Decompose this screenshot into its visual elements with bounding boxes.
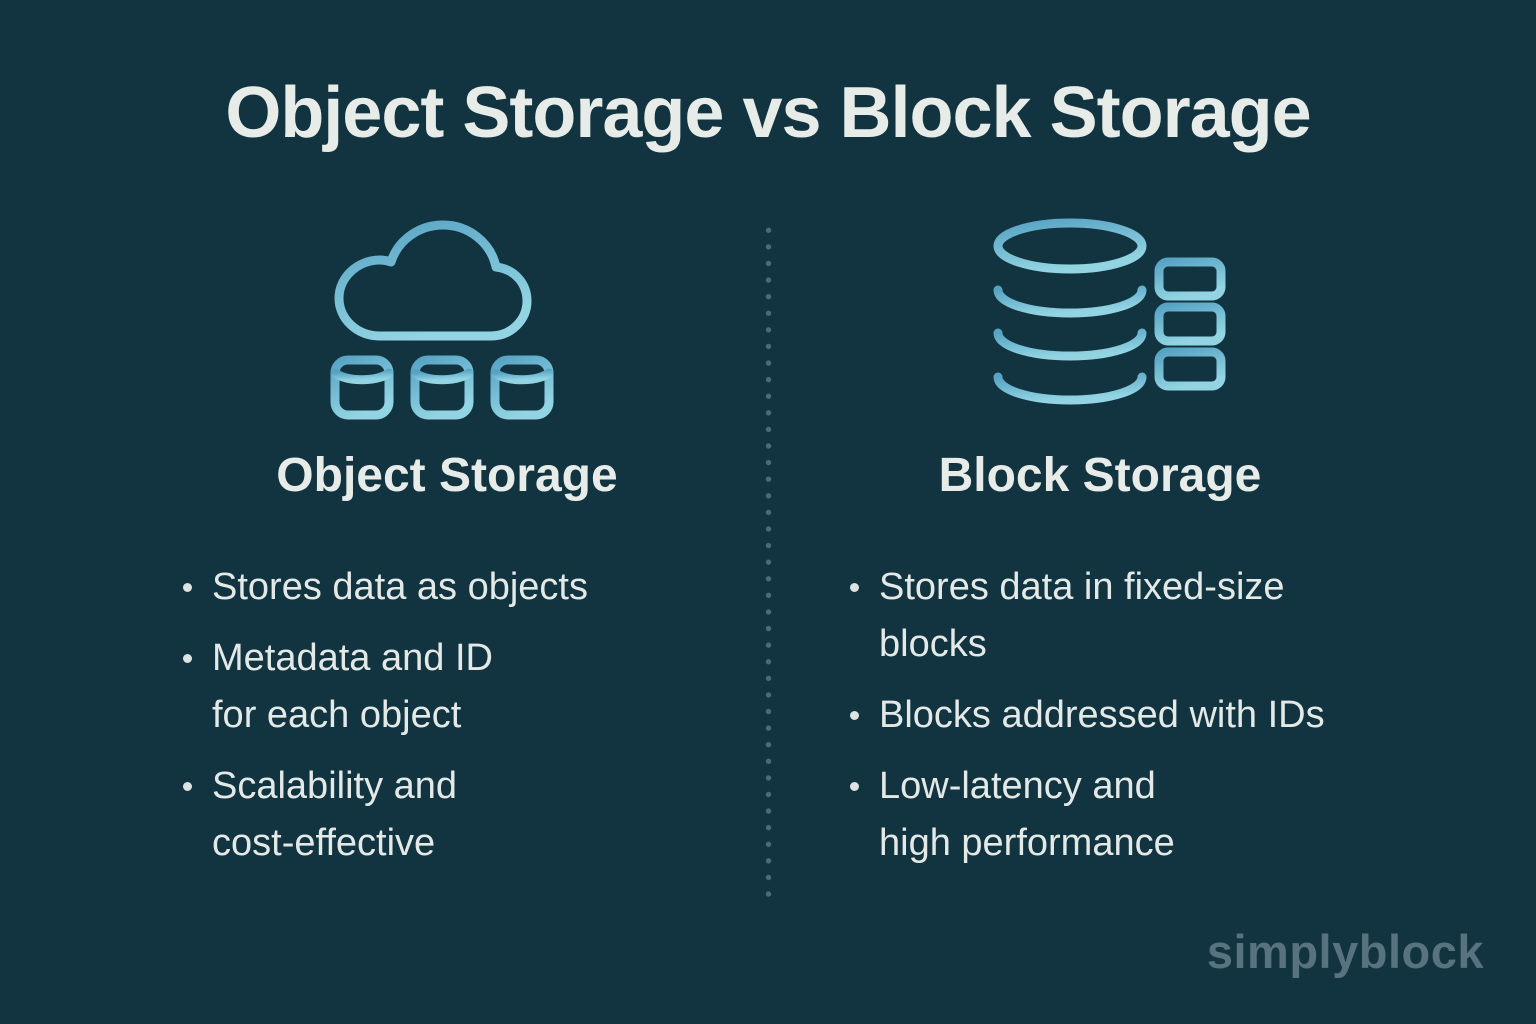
storage-node: [410, 355, 474, 420]
storage-node: [490, 355, 554, 420]
bullet-dot: [850, 711, 859, 720]
bullet-dot: [183, 654, 192, 663]
bullet-dot: [850, 583, 859, 592]
list-item: Stores data as objects: [183, 559, 723, 616]
storage-node-lid: [490, 368, 554, 385]
list-item-text: Scalability and cost-effective: [212, 765, 458, 864]
list-item-text: Stores data in fixed-size blocks: [879, 566, 1285, 665]
cloud-outline: [334, 220, 532, 341]
storage-node-lid: [410, 368, 474, 385]
block-storage-heading: Block Storage: [938, 449, 1262, 502]
database-top: [993, 218, 1147, 274]
list-item: Stores data in fixed-size blocks: [850, 559, 1450, 673]
bullet-dot: [183, 583, 192, 592]
block-rect: [1154, 302, 1226, 346]
list-item-text: Metadata and ID for each object: [212, 637, 493, 736]
storage-node-lid: [330, 368, 394, 385]
list-item-text: Low-latency and high performance: [879, 765, 1175, 864]
cloud-object-storage-icon: [330, 220, 554, 420]
page-title: Object Storage vs Block Storage: [225, 73, 1311, 153]
database-bottom: [993, 372, 1147, 405]
object-storage-feature-list: Stores data as objects Metadata and ID f…: [183, 559, 723, 886]
block-rect: [1154, 257, 1226, 301]
object-storage-heading: Object Storage: [276, 449, 618, 502]
block-rect: [1154, 347, 1226, 391]
list-item: Blocks addressed with IDs: [850, 687, 1450, 744]
bullet-dot: [850, 782, 859, 791]
storage-node: [330, 355, 394, 420]
list-item: Low-latency and high performance: [850, 758, 1450, 872]
brand-logo: simplyblock: [1206, 925, 1484, 978]
list-item: Scalability and cost-effective: [183, 758, 723, 872]
block-storage-feature-list: Stores data in fixed-size blocks Blocks …: [850, 559, 1450, 886]
list-item-text: Blocks addressed with IDs: [879, 694, 1325, 736]
database-ring: [993, 285, 1147, 318]
block-storage-database-icon: [993, 218, 1226, 405]
list-item: Metadata and ID for each object: [183, 630, 723, 744]
list-item-text: Stores data as objects: [212, 566, 588, 608]
database-ring: [993, 328, 1147, 361]
bullet-dot: [183, 782, 192, 791]
column-divider: [765, 222, 772, 906]
